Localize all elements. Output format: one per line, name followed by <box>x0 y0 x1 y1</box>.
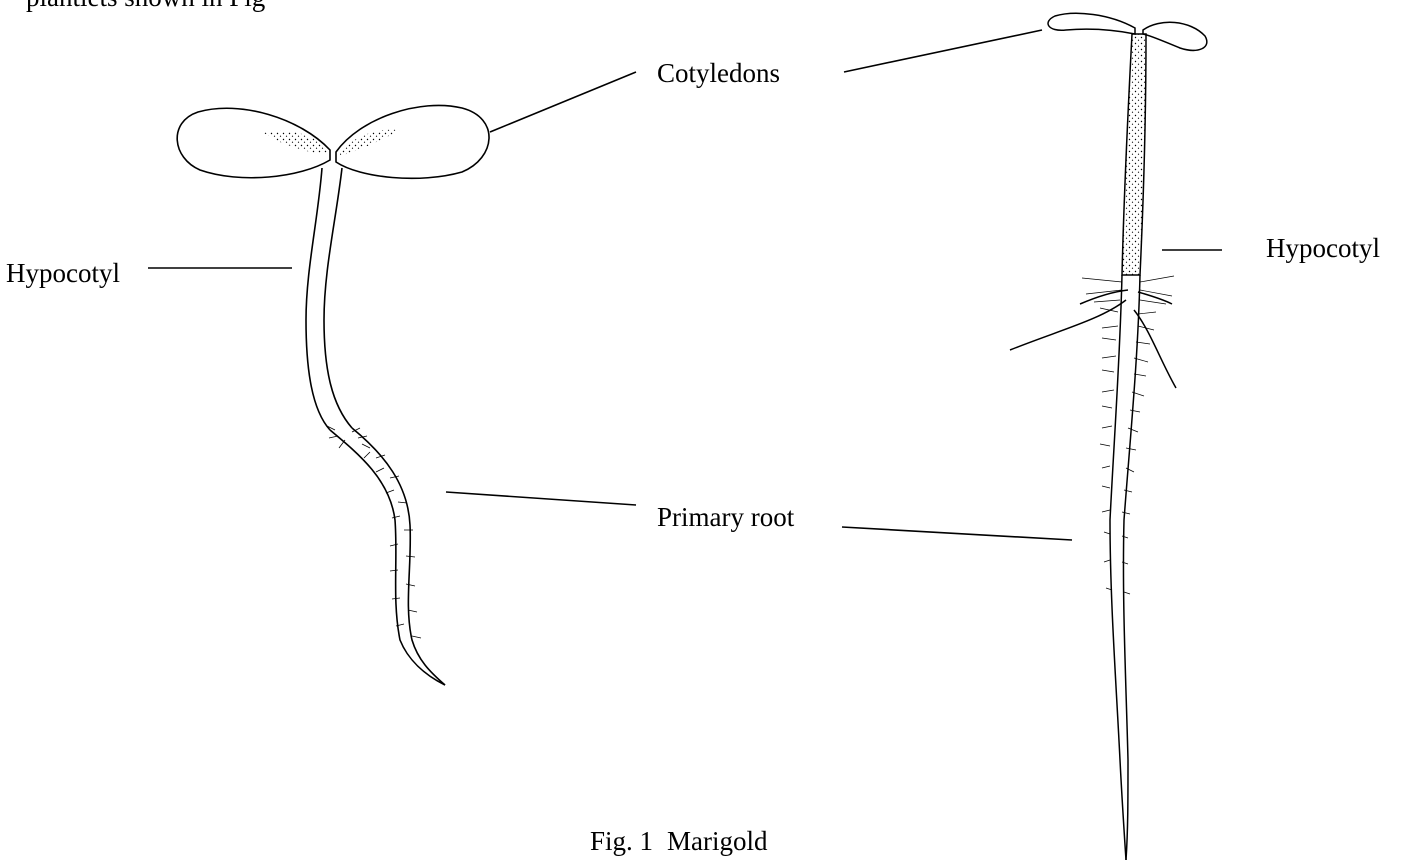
left-primary-root-outline-right <box>352 428 445 685</box>
leader-cotyledons-left <box>490 72 636 132</box>
figure-caption: Fig. 1 Marigold <box>590 826 768 856</box>
label-hypocotyl-right: Hypocotyl <box>1266 233 1380 263</box>
figure-title: Marigold <box>667 826 768 856</box>
figure-number: Fig. 1 <box>590 826 653 856</box>
left-seedling <box>177 105 489 685</box>
right-seedling <box>1010 13 1207 860</box>
leader-cotyledons-right <box>844 30 1042 72</box>
right-lateral-root-left <box>1010 300 1126 350</box>
left-primary-root-outline-left <box>330 430 445 685</box>
left-hypocotyl-outline-left <box>306 168 330 430</box>
right-cotyledon-left-leaf <box>1048 13 1135 34</box>
right-cotyledon-right-leaf <box>1143 22 1207 50</box>
right-root-hairs <box>1082 276 1174 594</box>
left-hypocotyl-outline-right <box>324 168 352 428</box>
leader-primary-root-left <box>446 492 636 505</box>
leader-primary-root-right <box>842 527 1072 540</box>
left-root-hairs <box>327 426 421 638</box>
right-primary-root-right-edge <box>1123 275 1140 860</box>
right-lateral-root-right <box>1134 310 1176 388</box>
label-primary-root: Primary root <box>657 502 794 532</box>
label-cotyledons: Cotyledons <box>657 58 780 88</box>
label-hypocotyl-left: Hypocotyl <box>6 258 120 288</box>
right-hypocotyl-body <box>1122 34 1146 275</box>
leader-lines <box>148 30 1222 540</box>
